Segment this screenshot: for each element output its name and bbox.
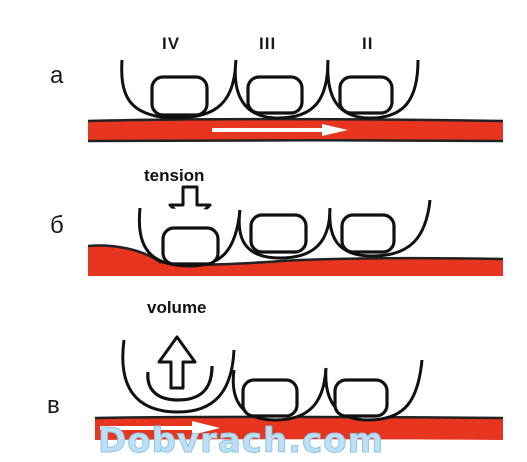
nail-iv-a (152, 77, 207, 115)
nail-ii-c (335, 380, 387, 416)
annotation-tension: tension (144, 166, 204, 185)
finger-label-ii: II (362, 34, 373, 53)
row-a: а (50, 60, 503, 141)
row-a-label: а (50, 62, 64, 89)
nail-iii-c (243, 380, 297, 416)
nail-iii-b (251, 215, 306, 252)
annotation-volume: volume (147, 298, 207, 317)
watermark: Dobvrach.com (98, 421, 384, 461)
row-c-label: в (47, 392, 60, 419)
nail-ii-a (340, 77, 392, 113)
artery-lower-edge-a (88, 140, 503, 141)
row-b: б tension (50, 166, 503, 276)
nail-ii-b (342, 215, 394, 252)
nail-iv-b (163, 228, 218, 264)
row-b-label: б (50, 212, 64, 239)
row-c: в volume (47, 298, 503, 440)
finger-label-iii: III (259, 34, 276, 53)
finger-label-iv: IV (162, 34, 180, 53)
nail-iii-a (248, 77, 302, 113)
